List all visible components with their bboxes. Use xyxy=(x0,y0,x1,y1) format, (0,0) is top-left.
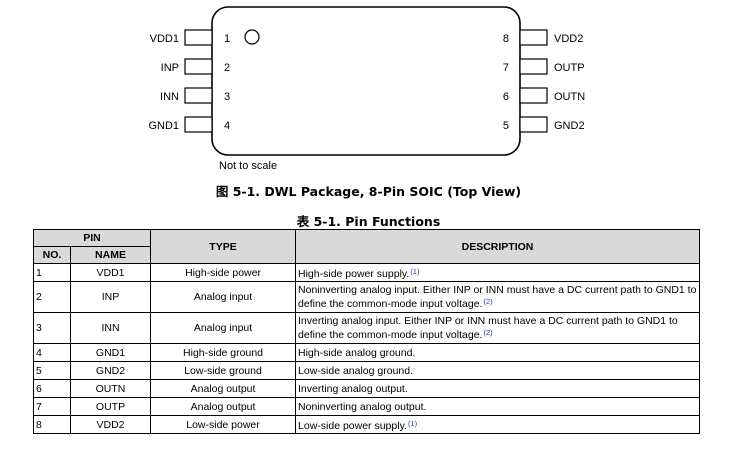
pin-name-cell: GND2 xyxy=(69,361,152,380)
table-row: 3 INN Analog input Inverting analog inpu… xyxy=(33,312,700,344)
pin-desc-cell: Low-side power supply.(1) xyxy=(295,415,700,434)
pin-functions-table: PIN TYPE DESCRIPTION NO. NAME 1 VDD1 Hig… xyxy=(32,229,700,434)
desc-text: High-side analog ground. xyxy=(298,346,416,359)
pin-number-8: 8 xyxy=(503,33,509,45)
pin-number-2: 2 xyxy=(224,62,230,74)
header-pin: PIN xyxy=(32,229,152,247)
pin-no-cell: 7 xyxy=(33,397,71,416)
header-no: NO. xyxy=(33,246,71,264)
table-row: 4 GND1 High-side ground High-side analog… xyxy=(33,343,700,362)
header-description: DESCRIPTION xyxy=(295,229,700,264)
package-body xyxy=(211,6,521,156)
pin-name-cell: VDD2 xyxy=(69,415,152,434)
table-row: 8 VDD2 Low-side power Low-side power sup… xyxy=(33,415,700,434)
pin-name-8: VDD2 xyxy=(554,33,583,45)
desc-text: Noninverting analog input. Either INP or… xyxy=(298,284,697,310)
desc-text: High-side power supply. xyxy=(298,267,410,280)
pin-name-cell: INP xyxy=(69,281,152,313)
pin-lead-1 xyxy=(184,29,213,46)
pin-number-1: 1 xyxy=(224,33,230,45)
header-name: NAME xyxy=(69,246,152,264)
desc-text: Low-side analog ground. xyxy=(298,364,414,377)
pin-type-cell: Analog input xyxy=(150,281,297,313)
table-row: 1 VDD1 High-side power High-side power s… xyxy=(33,263,700,282)
table-caption: 表 5-1. Pin Functions xyxy=(296,214,441,229)
footnote-ref[interactable]: (1) xyxy=(410,266,420,276)
pin-no-cell: 8 xyxy=(33,415,71,434)
pin-type-cell: High-side ground xyxy=(150,343,297,362)
pin-number-4: 4 xyxy=(224,120,230,132)
pin-name-4: GND1 xyxy=(148,120,179,132)
pin-no-cell: 2 xyxy=(33,281,71,313)
pin-lead-2 xyxy=(184,58,213,75)
pin1-marker xyxy=(244,29,260,45)
table-row: 6 OUTN Analog output Inverting analog ou… xyxy=(33,379,700,398)
pin-name-cell: VDD1 xyxy=(69,263,152,282)
table-row: 5 GND2 Low-side ground Low-side analog g… xyxy=(33,361,700,380)
pin-no-cell: 6 xyxy=(33,379,71,398)
desc-text: Noninverting analog output. xyxy=(298,400,427,413)
pin-name-1: VDD1 xyxy=(150,33,179,45)
pin-name-cell: GND1 xyxy=(69,343,152,362)
pin-no-cell: 1 xyxy=(33,263,71,282)
scale-note: Not to scale xyxy=(219,160,277,172)
pin-no-cell: 4 xyxy=(33,343,71,362)
footnote-ref[interactable]: (1) xyxy=(407,418,418,428)
pin-type-cell: Low-side ground xyxy=(150,361,297,380)
pin-type-cell: Low-side power xyxy=(150,415,297,434)
pin-type-cell: Analog output xyxy=(150,397,297,416)
pin-name-3: INN xyxy=(160,91,179,103)
pin-number-6: 6 xyxy=(503,91,509,103)
pin-name-5: GND2 xyxy=(554,120,585,132)
pin-name-cell: INN xyxy=(69,312,152,344)
pin-name-cell: OUTP xyxy=(69,397,152,416)
desc-text: Low-side power supply. xyxy=(298,419,407,432)
pin-name-2: INP xyxy=(161,62,179,74)
header-type: TYPE xyxy=(150,229,297,264)
pin-name-6: OUTN xyxy=(554,91,585,103)
pin-no-cell: 3 xyxy=(33,312,71,344)
pin-name-cell: OUTN xyxy=(69,379,152,398)
pin-desc-cell: High-side power supply.(1) xyxy=(295,263,700,282)
pin-name-7: OUTP xyxy=(554,62,585,74)
footnote-ref[interactable]: (2) xyxy=(483,328,493,337)
package-diagram: VDD1 INP INN GND1 1 2 3 4 8 7 6 5 VDD2 O… xyxy=(148,6,585,172)
pin-desc-cell: Noninverting analog input. Either INP or… xyxy=(295,281,700,313)
table-row: 2 INP Analog input Noninverting analog i… xyxy=(33,281,700,313)
desc-text: Inverting analog output. xyxy=(298,382,408,395)
pin-desc-cell: Low-side analog ground. xyxy=(295,361,700,380)
pin-desc-cell: High-side analog ground. xyxy=(295,343,700,362)
pin-desc-cell: Noninverting analog output. xyxy=(295,397,700,416)
figure-caption: 图 5-1. DWL Package, 8-Pin SOIC (Top View… xyxy=(215,184,522,199)
footnote-ref[interactable]: (2) xyxy=(483,297,493,306)
pin-desc-cell: Inverting analog input. Either INP or IN… xyxy=(295,312,700,344)
pin-desc-cell: Inverting analog output. xyxy=(295,379,700,398)
pin-type-cell: High-side power xyxy=(150,263,297,282)
pin-no-cell: 5 xyxy=(33,361,71,380)
pin-lead-8 xyxy=(519,29,548,46)
desc-text: Inverting analog input. Either INP or IN… xyxy=(298,315,678,341)
pin-lead-5 xyxy=(519,116,548,133)
table-row: 7 OUTP Analog output Noninverting analog… xyxy=(33,397,700,416)
pin-number-3: 3 xyxy=(224,91,230,103)
pin-type-cell: Analog input xyxy=(150,312,297,344)
pin-number-5: 5 xyxy=(503,120,509,132)
pin-type-cell: Analog output xyxy=(150,379,297,398)
pin-lead-6 xyxy=(519,87,548,104)
pin-number-7: 7 xyxy=(503,62,509,74)
pin-lead-7 xyxy=(519,58,548,75)
pin-lead-3 xyxy=(184,87,213,104)
pin-lead-4 xyxy=(184,116,213,133)
